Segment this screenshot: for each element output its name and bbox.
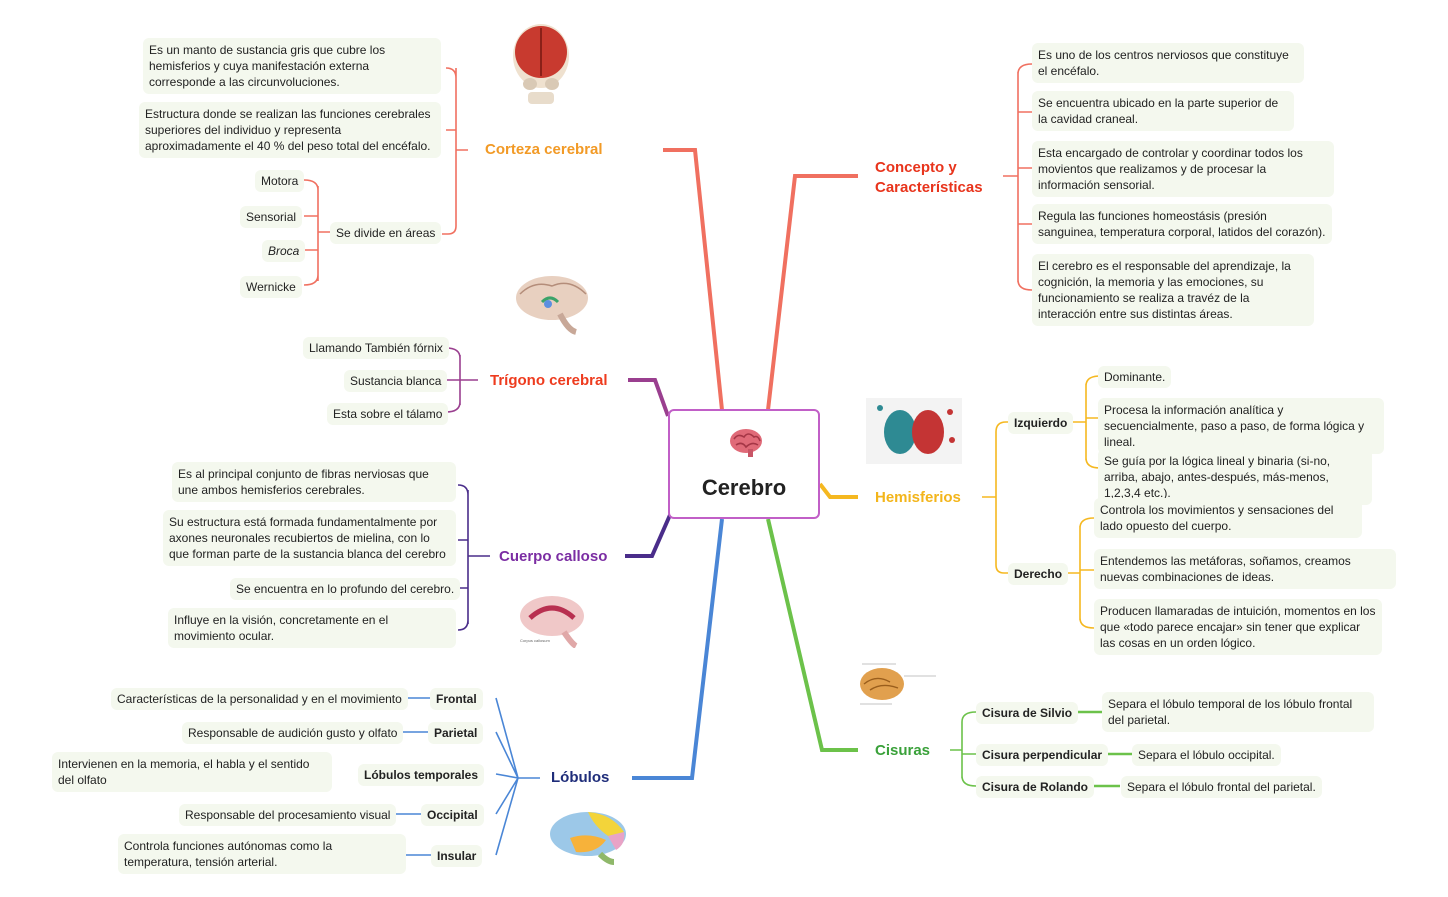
hemisferio-izquierdo[interactable]: Izquierdo [1008, 412, 1074, 434]
cisura-silvio[interactable]: Cisura de Silvio [976, 702, 1079, 724]
calloso-item-4[interactable]: Influye en la visión, concretamente en e… [168, 608, 456, 648]
fissures-image [860, 663, 936, 705]
concepto-item-3[interactable]: Esta encargado de controlar y coordinar … [1032, 141, 1334, 197]
trigono-item-2[interactable]: Sustancia blanca [344, 370, 448, 392]
skull-brain-image [513, 24, 569, 104]
brain-icon [730, 429, 762, 457]
lobulo-insular[interactable]: Insular [431, 845, 483, 867]
branch-cisuras[interactable]: Cisuras [875, 742, 931, 759]
area-wernicke[interactable]: Wernicke [240, 276, 302, 298]
lobulo-parietal-desc[interactable]: Responsable de audición gusto y olfato [182, 722, 404, 744]
lobulo-frontal[interactable]: Frontal [430, 688, 483, 710]
calloso-item-1[interactable]: Es al principal conjunto de fibras nervi… [172, 462, 456, 502]
derecho-item-2[interactable]: Entendemos las metáforas, soñamos, cream… [1094, 549, 1396, 589]
trigono-brain-image [516, 276, 588, 335]
calloso-item-2[interactable]: Su estructura está formada fundamentalme… [163, 510, 456, 566]
hemispheres-image [866, 398, 962, 464]
corteza-note-2[interactable]: Estructura donde se realizan las funcion… [139, 102, 441, 158]
area-broca[interactable]: Broca [262, 240, 306, 262]
hemisferio-derecho[interactable]: Derecho [1008, 563, 1069, 585]
lobulo-temporales-desc[interactable]: Intervienen en la memoria, el habla y el… [52, 752, 332, 792]
svg-text:Corpus callosum: Corpus callosum [520, 638, 550, 643]
concepto-item-4[interactable]: Regula las funciones homeostásis (presió… [1032, 204, 1332, 244]
izquierdo-item-1[interactable]: Dominante. [1098, 366, 1172, 388]
cisura-rolando-desc[interactable]: Separa el lóbulo frontal del parietal. [1121, 776, 1322, 798]
lobulo-insular-desc[interactable]: Controla funciones autónomas como la tem… [118, 834, 406, 874]
cisura-rolando[interactable]: Cisura de Rolando [976, 776, 1095, 798]
corteza-divide-areas[interactable]: Se divide en áreas [330, 222, 442, 244]
lobulo-frontal-desc[interactable]: Características de la personalidad y en … [111, 688, 408, 710]
branch-corteza-cerebral[interactable]: Corteza cerebral [485, 141, 603, 158]
concepto-item-5[interactable]: El cerebro es el responsable del aprendi… [1032, 254, 1314, 326]
lobulo-occipital[interactable]: Occipital [421, 804, 484, 826]
lobulo-parietal[interactable]: Parietal [428, 722, 484, 744]
calloso-item-3[interactable]: Se encuentra en lo profundo del cerebro. [230, 578, 461, 600]
derecho-item-1[interactable]: Controla los movimientos y sensaciones d… [1094, 498, 1362, 538]
corteza-note-1[interactable]: Es un manto de sustancia gris que cubre … [143, 38, 441, 94]
branch-cuerpo-calloso[interactable]: Cuerpo calloso [499, 548, 608, 565]
central-topic[interactable]: Cerebro [668, 409, 820, 519]
branch-lobulos[interactable]: Lóbulos [551, 769, 610, 786]
izquierdo-item-3[interactable]: Se guía por la lógica lineal y binaria (… [1098, 449, 1372, 505]
izquierdo-item-2[interactable]: Procesa la información analítica y secue… [1098, 398, 1384, 454]
lobulo-temporales[interactable]: Lóbulos temporales [358, 764, 485, 786]
corpus-callosum-image: Corpus callosum [520, 596, 584, 648]
trigono-item-3[interactable]: Esta sobre el tálamo [327, 403, 449, 425]
branch-trigono-cerebral[interactable]: Trígono cerebral [490, 372, 608, 389]
cisura-perpendicular-desc[interactable]: Separa el lóbulo occipital. [1132, 744, 1281, 766]
derecho-item-3[interactable]: Producen llamaradas de intuición, moment… [1094, 599, 1382, 655]
cisura-silvio-desc[interactable]: Separa el lóbulo temporal de los lóbulo … [1102, 692, 1374, 732]
lobulo-occipital-desc[interactable]: Responsable del procesamiento visual [179, 804, 397, 826]
branch-hemisferios[interactable]: Hemisferios [875, 489, 961, 506]
area-sensorial[interactable]: Sensorial [240, 206, 303, 228]
concepto-item-1[interactable]: Es uno de los centros nerviosos que cons… [1032, 43, 1304, 83]
central-title: Cerebro [701, 475, 787, 500]
cisura-perpendicular[interactable]: Cisura perpendicular [976, 744, 1109, 766]
area-motora[interactable]: Motora [255, 170, 305, 192]
lobes-image [550, 812, 626, 865]
branch-concepto-caracteristicas[interactable]: Concepto y Características [875, 159, 983, 196]
concepto-item-2[interactable]: Se encuentra ubicado en la parte superio… [1032, 91, 1294, 131]
trigono-item-1[interactable]: Llamando También fórnix [303, 337, 449, 359]
